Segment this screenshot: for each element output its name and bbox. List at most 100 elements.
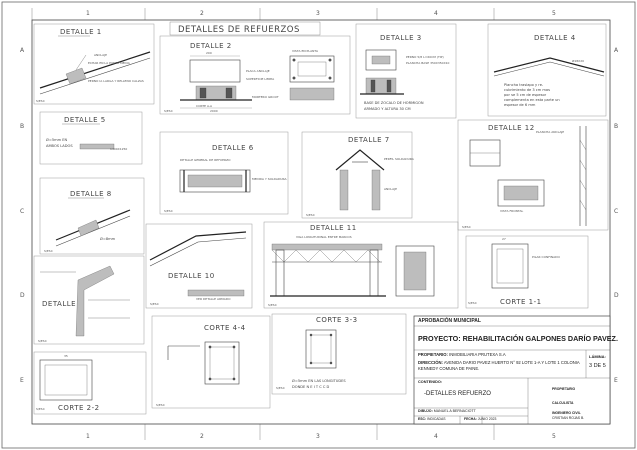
detail-2-note-2: PLACA ANCLAJE — [246, 69, 270, 73]
approval-label: APROBACIÓN MUNICIPAL — [418, 318, 481, 324]
grid-col-label: 5 — [552, 433, 556, 440]
scale-value: INDICADAS — [427, 417, 446, 421]
owner-value: INMOBILIARIA PRUTEXA S.A — [449, 352, 506, 357]
detail-4-note-2: cubrimiento de 3 cm mas — [504, 88, 550, 92]
detail-6-title: DETALLE 6 — [212, 144, 254, 152]
detail-9-title: DETALLE 9 — [42, 300, 84, 308]
detail-4-note-3: por se 5 cm de espesor — [504, 93, 547, 97]
grid-rows: A B C D E A B C D E — [20, 47, 619, 384]
detail-1-note-1: ANCLAJE — [94, 53, 107, 57]
grid-columns: 1 2 3 4 5 1 2 3 4 5 — [31, 8, 556, 440]
svg-text:35: 35 — [64, 354, 68, 358]
detail-5-title: DETALLE 5 — [64, 116, 106, 124]
detail-4-note-4: complementa en esta parte un — [504, 98, 560, 102]
detail-3-note-4: ARMADO Y ALTURA 30 CM — [364, 107, 411, 111]
inner-border — [31, 19, 611, 425]
detail-2-note-4: CORTE A-A — [196, 104, 213, 108]
content-label: CONTENIDO: — [418, 380, 443, 384]
scale-line: ESC: INDICADAS — [418, 417, 446, 421]
detail-12-note-2: VISTA FRONTAL — [500, 209, 524, 213]
grid-row-label: A — [20, 47, 25, 54]
detail-6: DETALLE 6 DETALLE GENERAL DE REFUERZO ME… — [159, 131, 289, 215]
grid-col-label: 1 — [86, 433, 90, 440]
date-value: JUNIO 2023 — [477, 417, 497, 421]
section-3-3-title: CORTE 3-3 — [316, 316, 358, 324]
detail-5: DETALLE 5 Ø=5mm EN AMBOS LADOS 1400X1250 — [39, 111, 143, 165]
section-4-4-scale: S/ESC — [156, 403, 165, 407]
grid-col-label: 5 — [552, 10, 556, 17]
detail-3-note-3: BASE DE ZOCALO DE HORMIGON — [364, 101, 424, 105]
section-2-2: 35 CORTE 2-2 S/ESC — [33, 351, 147, 415]
detail-6-scale: S/ESC — [164, 209, 173, 213]
detail-1-note-3: PERNO IA LARGA Y RELLENO CALZAS — [88, 79, 144, 83]
section-1-1-note-1: PILAR CONFINADO — [532, 255, 560, 259]
detail-11: DETALLE 11 VIGA LONGITUDINAL ENTRE MARCO… — [263, 221, 459, 309]
detail-1-scale: S/ESC — [36, 99, 45, 103]
detail-1: DETALLE 1 ANCLAJE ECHAR EN LA PUNTA MEDI… — [33, 23, 155, 105]
detail-2-scale: S/ESC — [164, 109, 173, 113]
grid-col-label: 1 — [86, 10, 90, 17]
sheet-label: LÁMINA: — [589, 354, 606, 359]
engineer-name: CRISTIAN ROJAS B. — [552, 416, 585, 420]
grid-col-label: 3 — [316, 433, 320, 440]
sheet-title-box: DETALLES DE REFUERZOS — [169, 21, 321, 36]
detail-8-title: DETALLE 8 — [70, 190, 112, 198]
title-block-frame — [413, 315, 611, 425]
date-line: FECHA: JUNIO 2023 — [464, 417, 496, 421]
detail-7-scale: S/ESC — [306, 213, 315, 217]
section-1-1-scale: S/ESC — [468, 301, 477, 305]
detail-2-title: DETALLE 2 — [190, 42, 232, 50]
grid-row-label: B — [20, 123, 24, 130]
detail-7-note-1: PERFIL SOLDADURA — [384, 157, 415, 161]
grid-col-label: 2 — [200, 433, 204, 440]
grid-col-label: 2 — [200, 10, 204, 17]
detail-2: DETALLE 2 200 2000 PLACA ANCLAJE SUPERFI… — [159, 35, 351, 115]
calc-signature-label: CALCULISTA — [552, 401, 574, 405]
detail-9: DETALLE 9 S/ESC — [33, 255, 145, 345]
section-3-3-note-1: Ø=5mm EN LAS LONGITUDES — [292, 378, 346, 383]
section-1-1-title: CORTE 1-1 — [500, 298, 542, 306]
detail-4-note-1: Plancha traslapo y re- — [504, 83, 544, 87]
grid-row-label: A — [614, 47, 619, 54]
grid-row-label: E — [614, 377, 618, 384]
detail-10-scale: S/ESC — [150, 302, 159, 306]
drawn-label: DIBUJO: — [418, 409, 433, 413]
detail-4-note-5: espesor de 6 mm — [504, 103, 536, 107]
detail-11-scale: S/ESC — [268, 303, 277, 307]
date-label: FECHA: — [464, 417, 477, 421]
detail-5-note-1: Ø=5mm EN — [46, 137, 68, 142]
detail-1-note-2: ECHAR EN LA PUNTA MEDIA — [88, 61, 131, 65]
detail-10: DETALLE 10 VER DETALLE ARMADO S/ESC — [145, 223, 253, 309]
section-4-4-title: CORTE 4-4 — [204, 324, 246, 332]
detail-9-scale: S/ESC — [38, 339, 47, 343]
detail-11-note-1: VIGA LONGITUDINAL ENTRE MARCOS — [296, 235, 352, 239]
detail-12-note-1: PLANCHA ANCLAJE — [536, 130, 564, 134]
project-label: PROYECTO: — [418, 334, 461, 343]
detail-10-note-1: VER DETALLE ARMADO — [196, 297, 231, 301]
detail-1-title: DETALLE 1 — [60, 28, 102, 36]
grid-row-label: D — [614, 292, 619, 299]
detail-2-note-5: MORTERO GROUT — [252, 95, 279, 99]
detail-3-title: DETALLE 3 — [380, 34, 422, 42]
detail-12-scale: S/ESC — [462, 225, 471, 229]
detail-4: DETALLE 4 Ø18X20 Plancha traslapo y re- … — [487, 23, 607, 117]
svg-text:2000: 2000 — [210, 109, 218, 113]
detail-11-title: DETALLE 11 — [310, 224, 357, 232]
owner-line: PROPIETARIO: INMOBILIARIA PRUTEXA S.A — [418, 352, 583, 357]
detail-3-note-1: PERNO 5/8 L=60CM (TIP) — [406, 55, 444, 59]
detail-7: DETALLE 7 PERFIL SOLDADURA ANCLAJE S/ESC — [301, 131, 415, 219]
detail-8: DETALLE 8 Ø=8mm S/ESC — [39, 177, 145, 255]
address-value: AVENIDA DARIO PAVEZ HUERTO N° 92 LOTE 1-… — [418, 360, 580, 371]
detail-2-note-1: VISTA EN PLANTA — [292, 49, 319, 53]
address-line: DIRECCIÓN: AVENIDA DARIO PAVEZ HUERTO N°… — [418, 360, 583, 371]
drawn-value: MANUEL A BERNACIOTT — [433, 409, 476, 413]
svg-text:200: 200 — [206, 51, 212, 55]
owner-label: PROPIETARIO: — [418, 352, 448, 357]
detail-7-note-2: ANCLAJE — [384, 187, 397, 191]
detail-12: DETALLE 12 PLANCHA ANCLAJE VISTA FRONTAL… — [457, 119, 609, 231]
section-3-3-scale: S/ESC — [276, 386, 285, 390]
detail-6-note-2: MEDIDA Y SOLDADURA — [252, 177, 287, 181]
